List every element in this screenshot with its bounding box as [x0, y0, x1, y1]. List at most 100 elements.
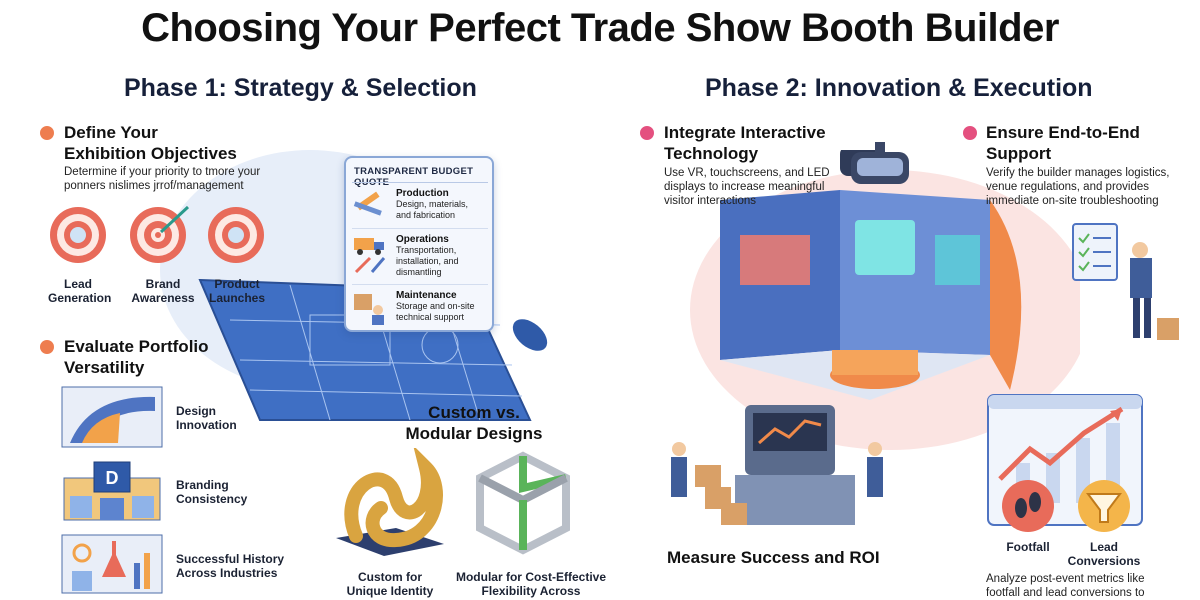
footprints-icon — [1002, 480, 1054, 532]
quote-row-maintenance: Maintenance Storage and on-site technica… — [396, 290, 475, 323]
target-label-brand: Brand Awareness — [128, 277, 198, 305]
target-label-product: Product Launches — [206, 277, 268, 305]
target-label-line2: Awareness — [131, 291, 195, 305]
quote-row-desc: Transportation, — [396, 245, 457, 255]
portfolio-item-branding: Branding Consistency — [176, 478, 247, 506]
interactive-title-line1: Integrate Interactive — [664, 123, 826, 142]
budget-quote-card: TRANSPARENT BUDGET QUOTE Production Desi… — [344, 156, 494, 332]
portfolio-item-line1: Successful History — [176, 552, 285, 566]
target-icon — [208, 207, 264, 263]
industries-icon — [61, 534, 163, 594]
design-innovation-icon — [61, 386, 163, 448]
objectives-desc-line2: ponners nislimes jrrof/management — [64, 180, 244, 192]
measure-desc-line: footfall and lead conversions to — [986, 587, 1145, 599]
portfolio-bullet — [40, 340, 54, 354]
interactive-desc-line: visitor interactions — [664, 195, 757, 207]
target-label-line2: Generation — [48, 291, 112, 305]
phase2-heading: Phase 2: Innovation & Execution — [705, 74, 1093, 102]
objectives-title-line1: Define Your — [64, 123, 158, 142]
control-console-illustration — [671, 405, 883, 525]
measure-desc-line: Analyze post-event metrics like — [986, 573, 1145, 585]
modular-label: Modular for Cost-Effective Flexibility A… — [452, 570, 610, 598]
objectives-bullet — [40, 126, 54, 140]
target-label-line2: Launches — [208, 291, 265, 305]
portfolio-item-line1: Design — [176, 404, 217, 418]
quote-row-production: Production Design, materials, and fabric… — [396, 188, 468, 221]
interactive-title-line2: Technology — [664, 144, 759, 163]
funnel-icon — [1078, 480, 1130, 532]
quote-row-title: Maintenance — [396, 290, 457, 301]
target-label-line1: Product — [214, 277, 260, 291]
modular-label-line2: Flexibility Across — [481, 584, 581, 598]
phase1-heading: Phase 1: Strategy & Selection — [124, 74, 477, 102]
quote-row-desc: and fabrication — [396, 210, 456, 220]
target-label-lead: Lead Generation — [48, 277, 112, 305]
checklist-worker-icon — [1072, 223, 1179, 340]
custom-label: Custom for Unique Identity — [340, 570, 440, 598]
interactive-desc-line: displays to increase meaningful — [664, 181, 825, 193]
quote-divider — [352, 228, 488, 229]
modular-cube-icon — [476, 451, 570, 555]
lead-conversions-line1: Lead — [1089, 540, 1118, 554]
lead-conversions-label: Lead Conversions — [1062, 540, 1146, 568]
main-title: Choosing Your Perfect Trade Show Booth B… — [141, 6, 1059, 50]
target-label-line1: Lead — [63, 277, 92, 291]
objectives-desc: Determine if your priority to tmore your… — [64, 165, 260, 193]
branding-icon: D — [63, 461, 161, 521]
designs-title-line2: Modular Designs — [405, 424, 543, 443]
target-label-line1: Brand — [145, 277, 181, 291]
measure-title: Measure Success and ROI — [667, 548, 880, 567]
objectives-title-line2: Exhibition Objectives — [64, 144, 237, 163]
support-desc-line: immediate on-site troubleshooting — [986, 195, 1159, 207]
support-desc: Verify the builder manages logistics, ve… — [986, 166, 1169, 208]
quote-row-desc: installation, and — [396, 256, 459, 266]
designs-title-line1: Custom vs. — [428, 403, 520, 422]
portfolio-item-history: Successful History Across Industries — [176, 552, 284, 580]
interactive-title: Integrate Interactive Technology — [664, 122, 826, 164]
quote-divider — [352, 284, 488, 285]
targets-row — [50, 205, 264, 263]
support-title-line2: Support — [986, 144, 1052, 163]
box-worker-icon — [354, 294, 384, 325]
lead-conversions-line2: Conversions — [1067, 554, 1141, 568]
quote-divider — [352, 182, 488, 183]
quote-row-desc: technical support — [396, 312, 465, 322]
quote-row-desc: Design, materials, — [396, 199, 469, 209]
booth-illustration — [690, 150, 1080, 450]
target-icon — [130, 205, 190, 263]
portfolio-title: Evaluate Portfolio Versatility — [64, 336, 209, 378]
custom-sculpture-icon — [336, 448, 444, 556]
custom-label-line1: Custom for — [358, 570, 422, 584]
portfolio-title-line2: Versatility — [64, 358, 145, 377]
target-icon — [50, 207, 106, 263]
interactive-desc: Use VR, touchscreens, and LED displays t… — [664, 166, 830, 208]
quote-row-operations: Operations Transportation, installation,… — [396, 234, 459, 278]
support-title-line1: Ensure End-to-End — [986, 123, 1140, 142]
interactive-bullet — [640, 126, 654, 140]
vr-headset-icon — [851, 142, 909, 184]
support-bullet — [963, 126, 977, 140]
quote-heading: TRANSPARENT BUDGET QUOTE — [354, 166, 474, 188]
interactive-desc-line: Use VR, touchscreens, and LED — [664, 167, 830, 179]
truck-tools-icon — [354, 238, 386, 274]
footfall-label: Footfall — [1006, 540, 1050, 554]
portfolio-item-line2: Innovation — [176, 418, 237, 432]
modular-label-line1: Modular for Cost-Effective — [455, 570, 606, 584]
custom-label-line2: Unique Identity — [346, 584, 434, 598]
quote-row-desc: Storage and on-site — [396, 301, 475, 311]
support-desc-line: venue regulations, and provides — [986, 181, 1150, 193]
measure-desc: Analyze post-event metrics like footfall… — [986, 572, 1145, 600]
quote-row-title: Production — [396, 188, 449, 199]
designs-title: Custom vs. Modular Designs — [386, 402, 562, 444]
pencil-ruler-icon — [353, 191, 382, 216]
support-desc-line: Verify the builder manages logistics, — [986, 167, 1170, 179]
support-title: Ensure End-to-End Support — [986, 122, 1140, 164]
quote-row-desc: dismantling — [396, 267, 442, 277]
portfolio-title-line1: Evaluate Portfolio — [64, 337, 209, 356]
objectives-title: Define Your Exhibition Objectives — [64, 122, 237, 164]
portfolio-item-line1: Branding — [176, 478, 229, 492]
quote-row-title: Operations — [396, 234, 449, 245]
portfolio-item-line2: Consistency — [176, 492, 248, 506]
svg-text:D: D — [106, 468, 119, 488]
portfolio-item-design: Design Innovation — [176, 404, 237, 432]
